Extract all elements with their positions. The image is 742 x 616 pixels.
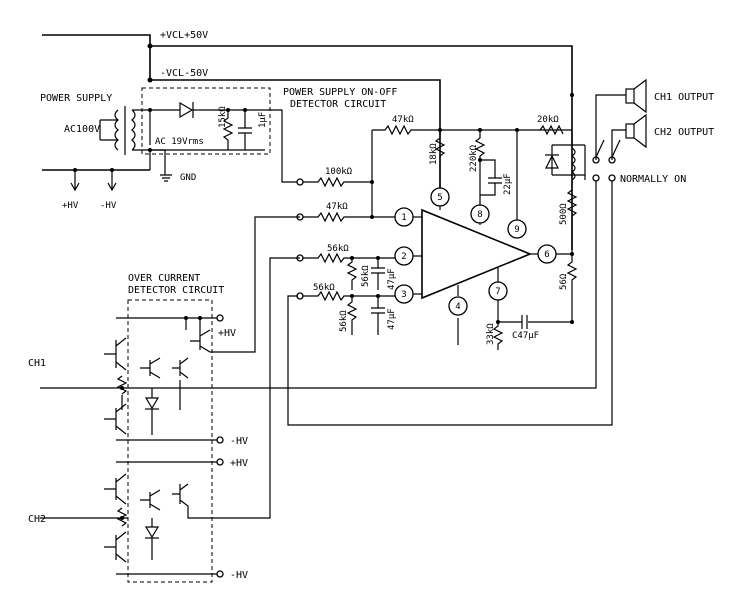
- ic-pin-9-label: 9: [514, 225, 519, 235]
- r-56k-c-label: 56kΩ: [313, 283, 335, 293]
- r-56k-a-label: 56kΩ: [327, 244, 349, 254]
- ic-pin-7-label: 7: [495, 287, 500, 297]
- r-100k-label: 100kΩ: [325, 167, 353, 177]
- r-33k-label: 33kΩ: [486, 323, 496, 345]
- r-47k-top-label: 47kΩ: [392, 115, 414, 125]
- ps-detector-circuit: [150, 101, 300, 183]
- ic-pin-6-label: 6: [544, 250, 549, 260]
- ic-pin-2: [394, 246, 414, 266]
- r-56k-b-label: 56kΩ: [361, 265, 371, 287]
- ch2-label: CH2: [28, 514, 46, 525]
- hv-supply-terminals: [70, 168, 117, 192]
- minus-hv-2-label: -HV: [230, 570, 248, 581]
- ch1-output-stage: [104, 216, 300, 444]
- r-56k-d-label: 56kΩ: [339, 310, 349, 332]
- ac-19vrms-label: AC 19Vrms: [155, 137, 204, 147]
- ch1-label: CH1: [28, 358, 46, 369]
- ch2-output-label: CH2 OUTPUT: [654, 127, 714, 138]
- ac100v-label: AC100V: [64, 124, 100, 135]
- psod-title-1: POWER SUPPLY ON-OFF: [283, 87, 397, 98]
- r-15k-label: 15kΩ: [218, 106, 228, 128]
- ic-pin-4: [448, 296, 468, 316]
- ic-pin-1: [394, 207, 414, 227]
- supply-rails: [42, 34, 573, 250]
- c-47uf-c-label: C47μF: [512, 331, 539, 341]
- amplifier-ic: 1 2 3 4 5 6 7 8 9: [394, 187, 557, 345]
- r-500-label: 500Ω: [559, 203, 569, 225]
- c-47uf-b-label: 47μF: [387, 308, 397, 330]
- ic-pin-8: [470, 204, 490, 224]
- ic-pin-1-label: 1: [401, 213, 406, 223]
- c-22uf-label: 22μF: [503, 173, 513, 195]
- r-47k-in-label: 47kΩ: [326, 202, 348, 212]
- ch1-speaker-icon: [625, 78, 647, 114]
- ic-pin-8-label: 8: [477, 210, 482, 220]
- ic-pin-3-label: 3: [401, 290, 406, 300]
- r-56-out-label: 56Ω: [559, 273, 569, 290]
- over-current-box: [127, 299, 213, 583]
- ocd-title-1: OVER CURRENT: [128, 273, 200, 284]
- r-18k-label: 18kΩ: [429, 143, 439, 165]
- ic-pin-5: [430, 187, 450, 207]
- vcl-neg-label: -VCL-50V: [160, 68, 208, 79]
- ic-pin-5-label: 5: [437, 193, 442, 203]
- ch1-output-label: CH1 OUTPUT: [654, 92, 714, 103]
- plus-hv-2-label: +HV: [230, 458, 248, 469]
- r-20k-label: 20kΩ: [537, 115, 559, 125]
- psod-title-2: DETECTOR CIRCUIT: [290, 99, 386, 110]
- pin7-network: [492, 300, 572, 350]
- ic-pin-3: [394, 284, 414, 304]
- ocd-title-2: DETECTOR CIRCUIT: [128, 285, 224, 296]
- ic-pin-4-label: 4: [455, 302, 460, 312]
- c-47uf-a-label: 47μF: [387, 268, 397, 290]
- vcl-pos-label: +VCL+50V: [160, 30, 208, 41]
- normally-on-label: NORMALLY ON: [620, 174, 686, 185]
- ch2-speaker-icon: [625, 113, 647, 149]
- labels: +VCL+50V -VCL-50V POWER SUPPLY AC100V AC…: [28, 30, 714, 581]
- gnd-label: GND: [180, 173, 196, 183]
- ic-pin-2-label: 2: [401, 252, 406, 262]
- r-220k-label: 220kΩ: [469, 144, 479, 172]
- plus-hv-b-label: +HV: [218, 328, 236, 339]
- input-network: [296, 124, 572, 335]
- minus-hv-label: -HV: [100, 201, 117, 211]
- plus-hv-label: +HV: [62, 201, 79, 211]
- c-1uf-label: 1μF: [258, 112, 268, 128]
- ic-pin-9: [507, 219, 527, 239]
- output-relay: [128, 93, 626, 426]
- ch2-output-stage: [40, 257, 300, 578]
- minus-hv-1-label: -HV: [230, 436, 248, 447]
- power-supply-label: POWER SUPPLY: [40, 93, 112, 104]
- ps-detector-box: [141, 87, 271, 155]
